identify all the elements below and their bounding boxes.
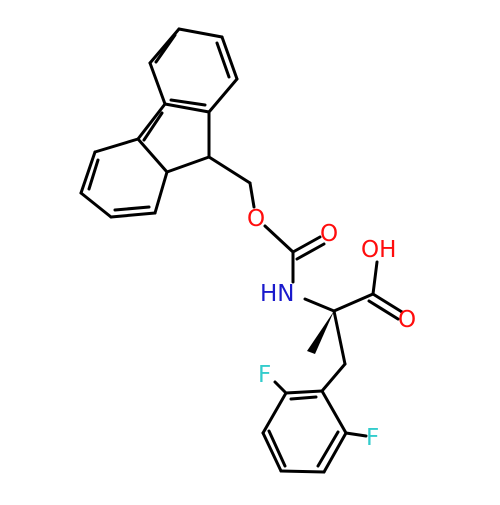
bond bbox=[303, 297, 336, 313]
bond bbox=[284, 389, 324, 395]
bond bbox=[279, 469, 326, 474]
bond bbox=[177, 27, 224, 39]
acid-hydroxyl-label: OH bbox=[361, 237, 396, 263]
bond bbox=[153, 170, 169, 215]
fluorine-top-label: F bbox=[258, 362, 271, 388]
bond-inner bbox=[142, 111, 164, 142]
fluorine-right-label: F bbox=[366, 425, 379, 451]
bond-inner bbox=[316, 430, 340, 468]
bond-inner bbox=[169, 98, 207, 107]
bond bbox=[371, 292, 404, 314]
bond-inner bbox=[289, 395, 318, 401]
wedge-bond-methyl bbox=[307, 311, 334, 354]
acid-carbonyl-oxygen-label: O bbox=[398, 307, 416, 333]
bond bbox=[261, 391, 288, 435]
bond bbox=[248, 181, 256, 209]
bond-inner bbox=[267, 429, 287, 468]
bond bbox=[163, 102, 211, 114]
bond bbox=[79, 150, 97, 195]
bond bbox=[332, 292, 375, 313]
bond bbox=[320, 362, 347, 393]
bond bbox=[322, 431, 348, 474]
bond bbox=[136, 102, 167, 141]
bond bbox=[263, 224, 295, 254]
bond bbox=[273, 380, 288, 395]
carbonyl-oxygen-label: O bbox=[320, 221, 338, 247]
ester-oxygen-label: O bbox=[247, 206, 265, 232]
bond bbox=[291, 235, 322, 254]
bond-inner bbox=[154, 33, 177, 64]
bond bbox=[148, 61, 167, 106]
bond bbox=[165, 155, 211, 174]
bonds bbox=[79, 27, 404, 474]
bond bbox=[344, 431, 368, 438]
bond bbox=[295, 242, 326, 261]
amine-label: HN bbox=[260, 281, 295, 307]
bond bbox=[367, 299, 400, 321]
bond bbox=[371, 260, 379, 296]
bond-inner bbox=[87, 158, 100, 191]
bond bbox=[207, 77, 239, 114]
bond bbox=[332, 309, 347, 366]
bond bbox=[220, 35, 239, 81]
bond bbox=[136, 137, 169, 174]
bond bbox=[93, 137, 140, 154]
bond-inner bbox=[215, 41, 231, 79]
bond-inner bbox=[113, 205, 151, 212]
bond bbox=[79, 191, 113, 219]
bond bbox=[207, 155, 252, 185]
bond bbox=[320, 389, 348, 435]
bond bbox=[261, 431, 283, 473]
bond bbox=[109, 211, 157, 219]
